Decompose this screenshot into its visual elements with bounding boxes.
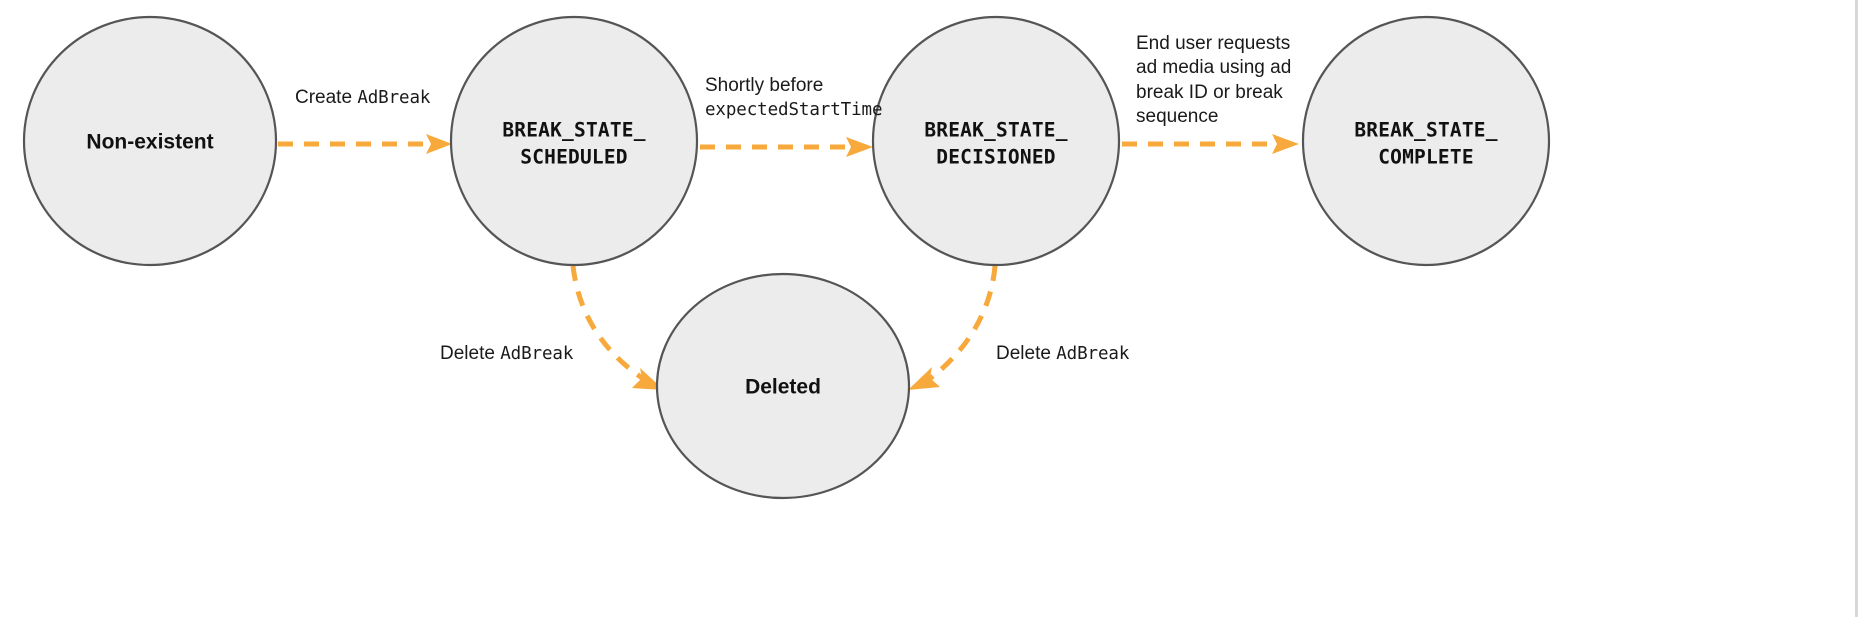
- edge-label-delete-adbreak-decisioned-verb: Delete: [996, 343, 1057, 364]
- edge-end-user-requests: [1122, 134, 1299, 154]
- vertical-scrollbar-rail[interactable]: [1855, 0, 1858, 617]
- edge-delete-adbreak-decisioned: [908, 265, 998, 390]
- edge-create-adbreak-arrowhead: [426, 134, 452, 154]
- edge-label-delete-adbreak-scheduled-entity: AdBreak: [500, 344, 574, 364]
- node-break-state-decisioned-shape[interactable]: [871, 15, 1121, 267]
- node-break-state-complete-label-line1: BREAK_STATE_: [1354, 119, 1497, 142]
- node-break-state-scheduled-label-line2: SCHEDULED: [520, 146, 627, 169]
- edge-delete-adbreak-scheduled: [570, 265, 664, 390]
- node-deleted-shape[interactable]: [655, 272, 911, 500]
- edge-label-shortly-before-text: Shortly before: [705, 75, 824, 96]
- node-non-existent-label: Non-existent: [86, 131, 213, 154]
- node-break-state-scheduled-label-line1: BREAK_STATE_: [502, 119, 645, 142]
- node-break-state-decisioned-label-line2: DECISIONED: [936, 146, 1055, 169]
- edge-label-end-user-requests-line3: break ID or break: [1136, 81, 1283, 103]
- edge-delete-adbreak-decisioned-arrowhead: [908, 367, 940, 390]
- edge-label-create-adbreak-entity: AdBreak: [357, 88, 431, 108]
- edge-delete-adbreak-scheduled-line: [570, 265, 647, 383]
- node-break-state-scheduled-shape[interactable]: [449, 15, 699, 267]
- node-deleted[interactable]: Deleted: [655, 272, 911, 500]
- node-break-state-complete-shape[interactable]: [1301, 15, 1551, 267]
- edge-create-adbreak: [278, 134, 452, 154]
- edge-label-delete-adbreak-decisioned-entity: AdBreak: [1056, 344, 1130, 364]
- edge-label-delete-adbreak-scheduled: Delete AdBreak: [440, 342, 573, 366]
- node-deleted-label: Deleted: [745, 376, 821, 399]
- edge-label-end-user-requests-line1: End user requests: [1136, 33, 1291, 54]
- edge-label-expected-start-time: expectedStartTime: [705, 100, 883, 121]
- edge-label-end-user-requests-line2: ad media using ad: [1136, 57, 1292, 79]
- edge-label-delete-adbreak-scheduled-verb: Delete: [440, 343, 501, 364]
- node-non-existent[interactable]: Non-existent: [22, 15, 278, 267]
- node-break-state-decisioned[interactable]: BREAK_STATE_ DECISIONED: [871, 15, 1121, 267]
- edge-end-user-requests-arrowhead: [1272, 134, 1299, 154]
- node-break-state-scheduled[interactable]: BREAK_STATE_ SCHEDULED: [449, 15, 699, 267]
- node-break-state-complete[interactable]: BREAK_STATE_ COMPLETE: [1301, 15, 1551, 267]
- edge-shortly-before-arrowhead: [846, 137, 873, 157]
- edge-label-delete-adbreak-decisioned: Delete AdBreak: [996, 342, 1129, 366]
- edge-shortly-before: [700, 137, 873, 157]
- node-break-state-complete-label-line2: COMPLETE: [1378, 146, 1474, 169]
- node-non-existent-shape[interactable]: [22, 15, 278, 267]
- node-break-state-decisioned-label-line1: BREAK_STATE_: [924, 119, 1067, 142]
- edge-delete-adbreak-decisioned-line: [926, 265, 998, 383]
- edge-label-shortly-before: Shortly before expectedStartTime: [705, 74, 883, 123]
- edge-label-end-user-requests-line4: sequence: [1136, 105, 1219, 127]
- edge-label-create-adbreak: Create AdBreak: [295, 86, 430, 110]
- edge-label-create-adbreak-verb: Create: [295, 87, 358, 108]
